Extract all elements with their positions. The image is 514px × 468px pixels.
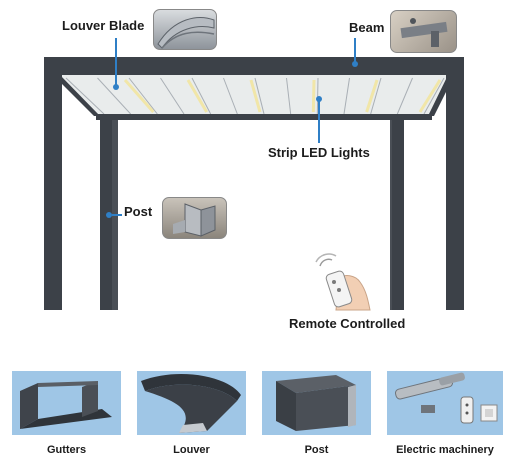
beam-photo — [390, 10, 457, 53]
louver-blade-label: Louver Blade — [62, 18, 145, 33]
rear-beam — [96, 114, 432, 120]
louver-blade-line — [223, 77, 238, 115]
post-dot — [106, 212, 112, 218]
led-strip — [311, 79, 316, 113]
louver-blade-line — [128, 77, 158, 115]
beam-leader — [354, 38, 356, 62]
louver-blade-line — [65, 77, 105, 115]
post-leader — [112, 214, 122, 216]
louver-blade-dot — [113, 84, 119, 90]
post-component — [262, 371, 371, 435]
post-label: Post — [124, 204, 153, 219]
louver-blade-line — [191, 77, 212, 115]
louver-blade-line — [370, 77, 382, 115]
louver-blade-photo — [153, 9, 217, 50]
gutters-component — [12, 371, 121, 435]
rear-left-post — [108, 112, 118, 310]
louver-blade-leader — [115, 38, 117, 86]
post-component-label: Post — [304, 444, 329, 456]
led-strip — [249, 79, 262, 113]
front-right-post — [446, 57, 464, 310]
beam-dot — [352, 61, 358, 67]
louver-label: Louver — [173, 444, 210, 456]
louver-blade-line — [160, 77, 185, 115]
louver-blade-line — [254, 77, 265, 115]
beam-label: Beam — [349, 20, 385, 35]
electric-machinery-label: Electric machinery — [396, 444, 494, 456]
front-beam — [44, 57, 464, 75]
strip-led-leader — [318, 99, 320, 143]
gutters-label: Gutters — [46, 444, 87, 456]
led-strip — [418, 79, 442, 113]
led-strip — [186, 79, 208, 113]
post-photo — [162, 197, 227, 239]
louver-blade-line — [97, 77, 132, 115]
strip-led-lights-label: Strip LED Lights — [268, 145, 370, 160]
electric-machinery-component — [387, 371, 503, 435]
led-strip — [365, 79, 379, 113]
inner-right-post — [392, 116, 404, 310]
louver-blade-line — [423, 77, 445, 115]
remote-hand-illustration — [308, 252, 376, 312]
remote-controlled-label: Remote Controlled — [289, 316, 406, 331]
louver-blades — [65, 77, 445, 115]
louver-component — [137, 371, 246, 435]
led-strip — [123, 79, 155, 113]
louver-blade-line — [396, 77, 413, 115]
louver-blade-line — [343, 77, 350, 115]
front-left-post — [44, 57, 62, 310]
louver-blade-line — [286, 77, 292, 115]
strip-led-dot — [316, 96, 322, 102]
